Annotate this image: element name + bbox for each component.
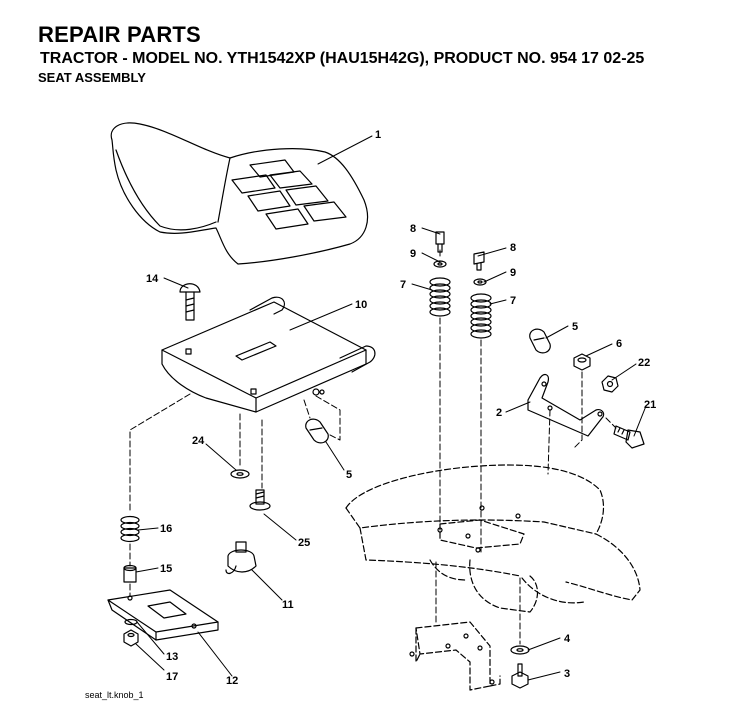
callout-4: 4 [564, 633, 571, 645]
callout-labels: 1 2 3 4 5 5 6 7 7 8 8 9 9 10 11 12 13 14… [146, 129, 656, 687]
callout-5-lower: 5 [346, 469, 352, 481]
callout-12: 12 [226, 675, 238, 687]
slide-bracket-part-12 [107, 589, 219, 641]
callout-22: 22 [638, 357, 650, 369]
callout-1: 1 [375, 129, 381, 141]
pan-hole [312, 388, 320, 396]
callout-2: 2 [496, 407, 502, 419]
washer-part-13 [124, 618, 138, 626]
callout-8-left: 8 [410, 223, 416, 235]
nut-part-22 [601, 375, 619, 393]
washer-part-4 [510, 645, 530, 655]
frame-holes [409, 505, 521, 685]
carriage-bolt-part-14 [179, 283, 201, 321]
washer-part-24 [230, 469, 250, 479]
seat-outline [110, 122, 369, 265]
bolt-part-3 [511, 663, 529, 689]
seat-pan-slot [235, 341, 277, 361]
bolt-washer-spring-right [470, 251, 492, 339]
seat-front-edge [115, 149, 217, 231]
callout-9-right: 9 [510, 267, 516, 279]
bolt-part-21 [613, 425, 645, 449]
nut-part-17 [123, 629, 139, 647]
bolt-washer-spring-left [429, 231, 451, 317]
tractor-frame [345, 464, 641, 691]
section-title: SEAT ASSEMBLY [38, 70, 146, 85]
callout-13: 13 [166, 651, 178, 663]
callout-9-left: 9 [410, 248, 416, 260]
seat-part-1 [110, 122, 369, 265]
callout-21: 21 [644, 399, 656, 411]
callout-8-right: 8 [510, 242, 516, 254]
alignment-lines [129, 249, 617, 645]
pan-hole [250, 388, 257, 395]
leader-lines [135, 135, 647, 681]
callout-17: 17 [166, 671, 178, 683]
callout-7-right: 7 [510, 295, 516, 307]
callout-25: 25 [298, 537, 310, 549]
callout-11: 11 [282, 599, 294, 611]
clip-part-5-lower [305, 418, 329, 444]
pan-hole [185, 348, 192, 355]
spring-part-16 [120, 515, 140, 543]
clip-part-5-upper [529, 328, 551, 354]
model-subtitle: TRACTOR - MODEL NO. YTH1542XP (HAU15H42G… [40, 50, 645, 67]
callout-5-upper: 5 [572, 321, 578, 333]
pan-hinge-rear [249, 296, 285, 315]
spacer-part-15 [123, 564, 137, 583]
seat-pads [231, 159, 347, 230]
screw-part-25 [249, 489, 271, 511]
spring-left [429, 277, 451, 317]
bracket-part-2 [527, 373, 605, 437]
seat-pan-side [255, 349, 367, 413]
seat-crease [217, 157, 231, 223]
seat-pan-part-10 [161, 296, 376, 413]
callout-14: 14 [146, 273, 159, 285]
page-title: REPAIR PARTS [38, 22, 201, 47]
callout-24: 24 [192, 435, 205, 447]
callout-16: 16 [160, 523, 172, 535]
spring-right [470, 293, 492, 339]
seat-pan-top [161, 301, 367, 399]
seat-pan-front [161, 349, 257, 413]
callout-7-left: 7 [400, 279, 406, 291]
figure-id: seat_lt.knob_1 [85, 690, 144, 700]
callout-6: 6 [616, 338, 622, 350]
pan-hinge-side [339, 345, 376, 373]
nut-part-6 [573, 353, 591, 371]
callout-15: 15 [160, 563, 172, 575]
knob-part-11 [225, 541, 257, 575]
callout-3: 3 [564, 668, 570, 680]
callout-10: 10 [355, 299, 367, 311]
pan-hole [319, 389, 325, 395]
